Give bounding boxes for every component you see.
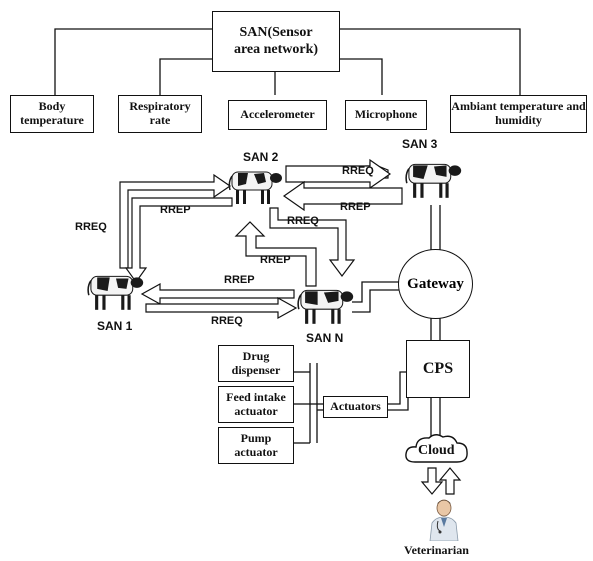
sensor-ambient-temperature-humidity: Ambiant temperature and humidity	[450, 95, 587, 133]
sensor-body-temperature: Body temperature	[10, 95, 94, 133]
san-root-line2: area network)	[233, 41, 319, 57]
msg-rreq-san1-sann: RREQ	[211, 315, 243, 327]
cloud-label: Cloud	[418, 443, 455, 458]
msg-rreq-san2-sann: RREQ	[287, 215, 319, 227]
msg-rrep-san3-san2: RREP	[340, 201, 371, 213]
sensor-respiratory-rate: Respiratory rate	[118, 95, 202, 133]
san-root-line1: SAN(Sensor	[239, 25, 313, 41]
node-label-san2: SAN 2	[243, 150, 279, 164]
gateway-node: Gateway	[398, 249, 473, 319]
cow-san2-icon	[228, 171, 282, 204]
actuator-feed-intake: Feed intake actuator	[218, 386, 294, 423]
cps-box: CPS	[406, 340, 470, 398]
msg-rrep-sann-san2: RREP	[260, 254, 291, 266]
cow-san1-icon	[87, 275, 144, 310]
cloud-icon	[405, 434, 468, 463]
veterinarian-icon	[429, 499, 459, 541]
node-label-san3: SAN 3	[402, 137, 438, 151]
cow-san3-icon	[405, 163, 462, 198]
node-label-san1: SAN 1	[97, 319, 133, 333]
msg-rrep-sann-san1: RREP	[224, 274, 255, 286]
msg-rreq-san2-san3: RREQ	[342, 165, 374, 177]
actuator-pump: Pump actuator	[218, 427, 294, 464]
veterinarian-label: Veterinarian	[404, 543, 469, 557]
msg-rrep-san2-san1: RREP	[160, 204, 191, 216]
actuator-drug-dispenser: Drug dispenser	[218, 345, 294, 382]
msg-rreq-san1-san2: RREQ	[75, 221, 107, 233]
sensor-microphone: Microphone	[345, 100, 427, 130]
cow-sann-icon	[297, 289, 354, 324]
san-root-box: SAN(Sensor area network)	[212, 11, 340, 72]
sensor-accelerometer: Accelerometer	[228, 100, 327, 130]
actuators-box: Actuators	[323, 396, 388, 418]
node-label-sann: SAN N	[306, 331, 344, 345]
